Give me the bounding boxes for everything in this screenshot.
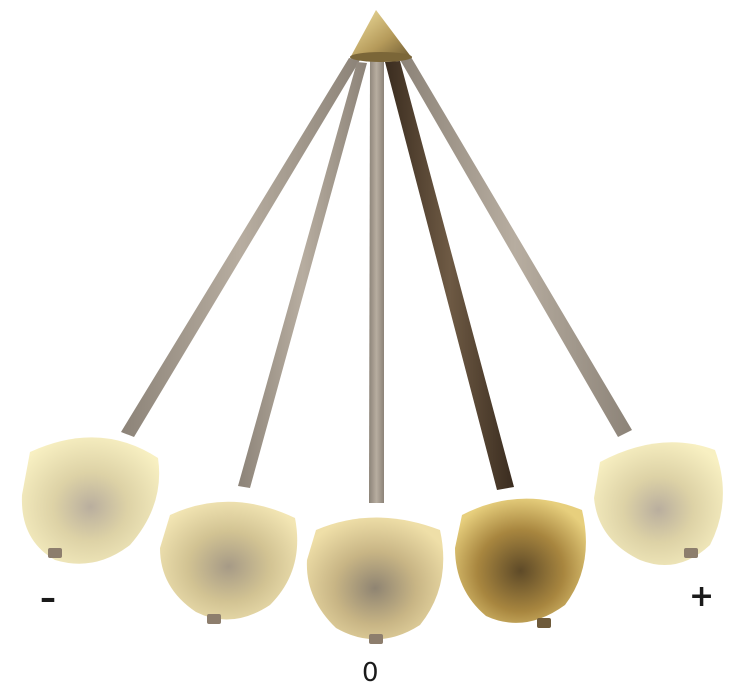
zero-label: 0 bbox=[362, 660, 379, 686]
pendulum-rods bbox=[121, 57, 632, 503]
rod-far-left bbox=[121, 58, 360, 437]
minus-label: – bbox=[40, 582, 56, 614]
bob-far-left bbox=[22, 437, 159, 563]
bob-left bbox=[160, 502, 297, 624]
bob-right bbox=[455, 499, 586, 628]
rod-center bbox=[369, 60, 384, 503]
bob-center bbox=[307, 518, 443, 645]
bob-far-right bbox=[594, 442, 723, 565]
plus-label: + bbox=[689, 582, 714, 612]
rod-left bbox=[238, 62, 367, 488]
pivot-point bbox=[350, 10, 412, 62]
